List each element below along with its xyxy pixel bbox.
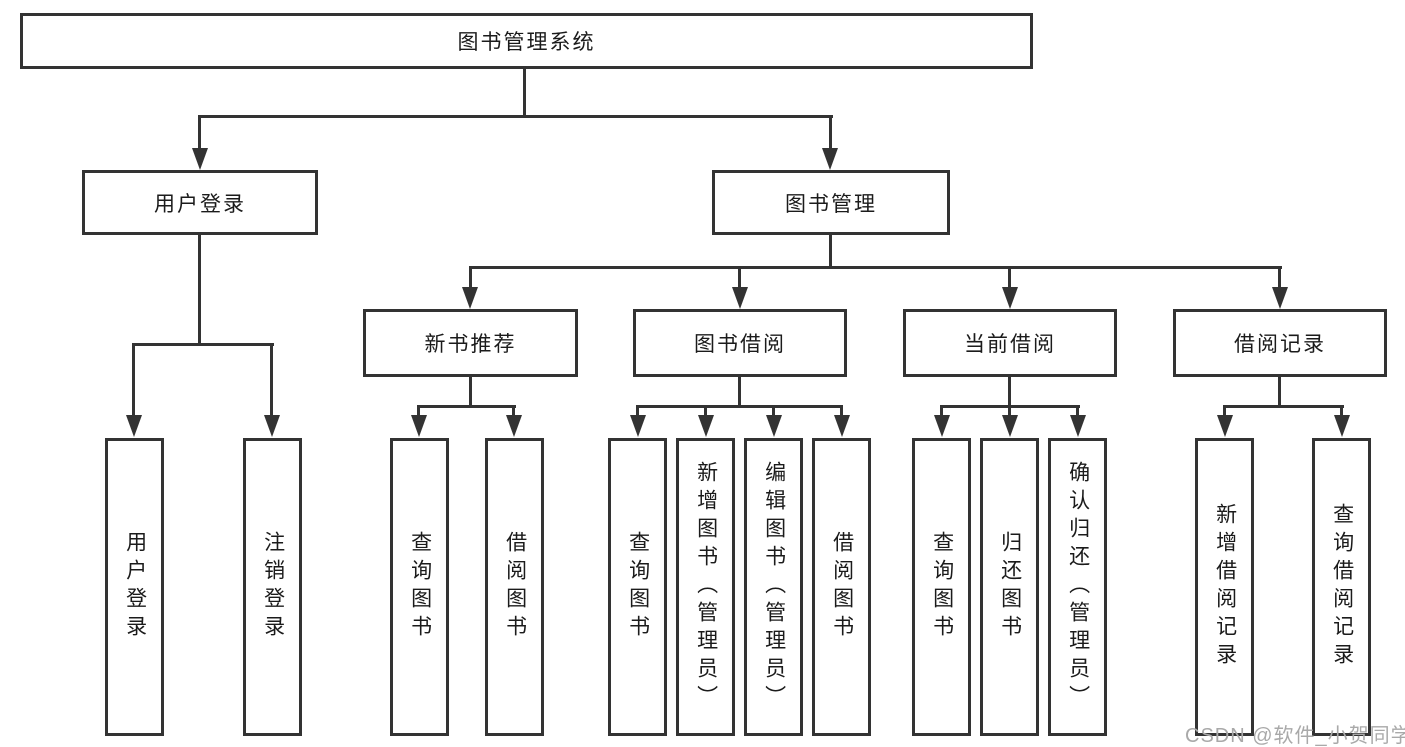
arrowhead — [192, 148, 208, 170]
connector — [198, 115, 833, 118]
leaf-return-book-label: 归还图书 — [998, 531, 1022, 643]
leaf-borrow-book-rec-label: 借阅图书 — [503, 531, 527, 643]
connector — [1223, 405, 1226, 420]
node-book-borrow: 图书借阅 — [633, 309, 847, 377]
leaf-query-book-rec-label: 查询图书 — [408, 531, 432, 643]
connector — [772, 405, 775, 420]
node-new-book-recommend: 新书推荐 — [363, 309, 578, 377]
connector — [523, 69, 526, 117]
leaf-add-book-admin: 新增图书（管理员） — [676, 438, 735, 736]
arrowhead — [264, 415, 280, 437]
node-current-borrow-label: 当前借阅 — [964, 333, 1056, 356]
leaf-query-book-borrow-label: 查询图书 — [626, 531, 650, 643]
leaf-confirm-return-admin: 确认归还（管理员） — [1048, 438, 1107, 736]
leaf-add-book-admin-label: 新增图书（管理员） — [694, 461, 718, 713]
arrowhead — [411, 415, 427, 437]
leaf-add-borrow-record: 新增借阅记录 — [1195, 438, 1254, 736]
leaf-user-login-label: 用户登录 — [123, 531, 147, 643]
connector — [417, 405, 420, 420]
connector — [469, 375, 472, 408]
connector — [738, 375, 741, 408]
leaf-query-book-current-label: 查询图书 — [930, 531, 954, 643]
node-book-borrow-label: 图书借阅 — [694, 333, 786, 356]
connector — [512, 405, 515, 420]
connector — [1223, 405, 1344, 408]
arrowhead — [1002, 287, 1018, 309]
connector — [132, 343, 135, 420]
leaf-query-book-rec: 查询图书 — [390, 438, 449, 736]
connector — [636, 405, 843, 408]
connector — [198, 115, 201, 153]
arrowhead — [934, 415, 950, 437]
leaf-borrow-book-rec: 借阅图书 — [485, 438, 544, 736]
connector — [1008, 405, 1011, 420]
connector — [829, 115, 832, 153]
node-user-login-label: 用户登录 — [154, 192, 246, 216]
node-current-borrow: 当前借阅 — [903, 309, 1117, 377]
leaf-edit-book-admin-label: 编辑图书（管理员） — [762, 461, 786, 713]
leaf-query-borrow-record: 查询借阅记录 — [1312, 438, 1371, 736]
arrowhead — [1217, 415, 1233, 437]
node-new-book-recommend-label: 新书推荐 — [424, 333, 517, 356]
leaf-logout-login: 注销登录 — [243, 438, 302, 736]
leaf-add-borrow-record-label: 新增借阅记录 — [1213, 503, 1237, 671]
connector — [840, 405, 843, 420]
connector — [1278, 266, 1281, 292]
node-root-label: 图书管理系统 — [457, 31, 596, 54]
arrowhead — [1070, 415, 1086, 437]
connector — [198, 233, 201, 345]
arrowhead — [698, 415, 714, 437]
connector — [738, 266, 741, 292]
node-book-management-label: 图书管理 — [785, 192, 877, 216]
connector — [1278, 375, 1281, 408]
connector — [270, 343, 273, 420]
connector — [704, 405, 707, 420]
leaf-user-login: 用户登录 — [105, 438, 164, 736]
connector — [469, 266, 472, 292]
node-borrow-records-label: 借阅记录 — [1234, 333, 1326, 356]
connector — [1340, 405, 1343, 420]
node-book-management: 图书管理 — [712, 170, 950, 235]
leaf-return-book: 归还图书 — [980, 438, 1039, 736]
connector — [1076, 405, 1079, 420]
leaf-edit-book-admin: 编辑图书（管理员） — [744, 438, 803, 736]
arrowhead — [1002, 415, 1018, 437]
arrowhead — [766, 415, 782, 437]
connector — [1008, 375, 1011, 408]
leaf-query-borrow-record-label: 查询借阅记录 — [1330, 503, 1354, 671]
arrowhead — [732, 287, 748, 309]
connector — [636, 405, 639, 420]
node-borrow-records: 借阅记录 — [1173, 309, 1387, 377]
watermark: CSDN @软件_小贺同学 — [1185, 725, 1405, 747]
leaf-query-book-borrow: 查询图书 — [608, 438, 667, 736]
leaf-borrow-book-2-label: 借阅图书 — [830, 531, 854, 643]
connector — [417, 405, 516, 408]
arrowhead — [822, 148, 838, 170]
leaf-borrow-book-2: 借阅图书 — [812, 438, 871, 736]
arrowhead — [630, 415, 646, 437]
connector — [132, 343, 274, 346]
node-user-login: 用户登录 — [82, 170, 318, 235]
leaf-query-book-current: 查询图书 — [912, 438, 971, 736]
node-root: 图书管理系统 — [20, 13, 1033, 69]
arrowhead — [462, 287, 478, 309]
arrowhead — [1334, 415, 1350, 437]
connector — [469, 266, 1282, 269]
arrowhead — [834, 415, 850, 437]
arrowhead — [126, 415, 142, 437]
leaf-logout-login-label: 注销登录 — [261, 531, 285, 643]
arrowhead — [506, 415, 522, 437]
connector — [829, 233, 832, 269]
connector — [1008, 266, 1011, 292]
connector — [940, 405, 943, 420]
leaf-confirm-return-admin-label: 确认归还（管理员） — [1066, 461, 1090, 713]
arrowhead — [1272, 287, 1288, 309]
